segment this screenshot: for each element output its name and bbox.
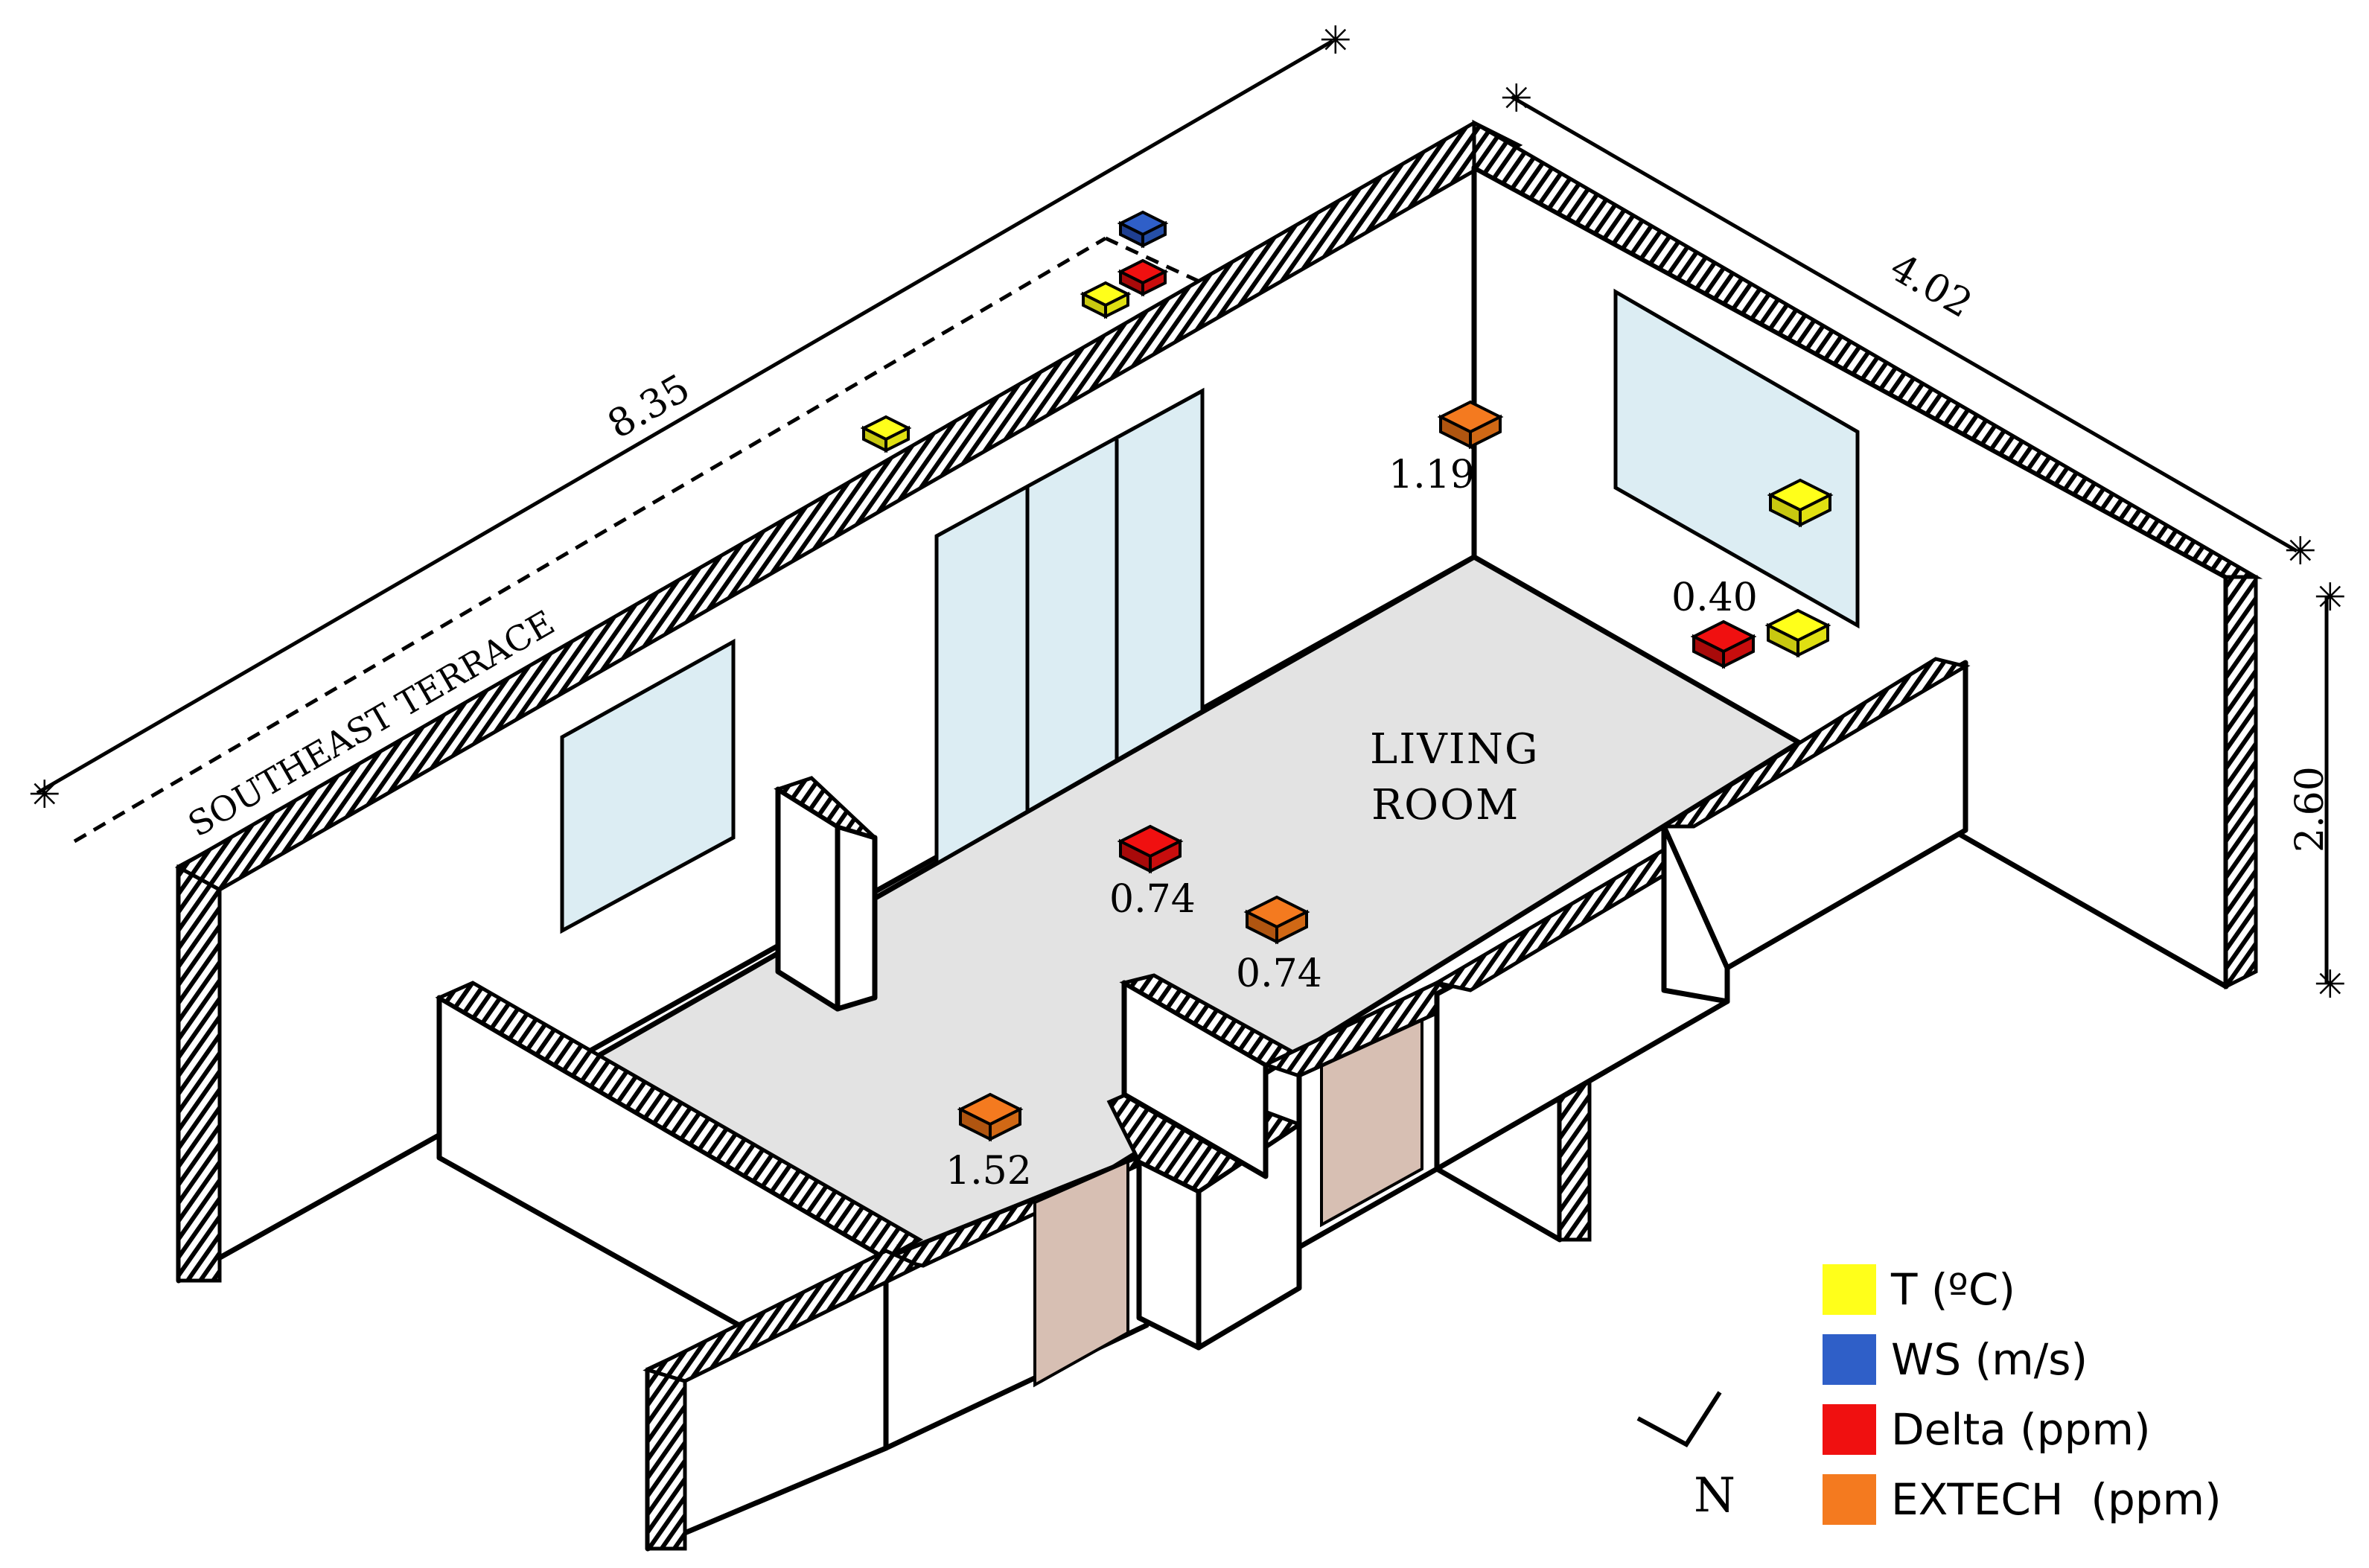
length-dimension-line <box>36 39 1334 795</box>
sensor-ws-terrace <box>1117 210 1169 249</box>
sliding-door-glass <box>934 387 1205 867</box>
value-extech-top: 1.19 <box>1388 453 1475 497</box>
width-star-right: ✳ <box>2284 529 2317 574</box>
sensor-delta-terrace <box>1117 258 1169 297</box>
value-extech-left: 1.52 <box>946 1149 1032 1193</box>
partition-side <box>835 823 878 1012</box>
legend-swatch-delta <box>1823 1404 1876 1455</box>
sensor-temp-corner <box>1764 608 1831 658</box>
right-back-low-top <box>1657 657 1971 829</box>
door-left <box>1033 1159 1129 1388</box>
terrace-boundary <box>73 236 1107 844</box>
legend-label-delta: Delta (ppm) <box>1891 1404 2151 1455</box>
length-star-left: ✳ <box>28 773 61 818</box>
sensor-delta-center <box>1117 824 1184 874</box>
width-label: 4.02 <box>1883 245 1980 327</box>
value-delta-right: 0.40 <box>1671 576 1758 620</box>
legend-label-temperature: T (ºC) <box>1890 1264 2015 1315</box>
length-star-right: ✳ <box>1319 19 1352 63</box>
north-label: N <box>1694 1468 1735 1523</box>
north-arrow <box>1636 1391 1722 1447</box>
room-label-line1: LIVING <box>1370 725 1540 774</box>
partition-top <box>774 776 876 840</box>
sensor-extech-center <box>1243 895 1310 945</box>
sensor-temp-window <box>1767 478 1834 528</box>
sensor-extech-top <box>1437 400 1504 450</box>
legend-swatch-extech <box>1823 1474 1876 1525</box>
northeast-wall-end <box>2224 575 2258 990</box>
entry-wall-end <box>645 1367 687 1551</box>
window-left <box>560 638 736 934</box>
legend-label-wind-speed: WS (m/s) <box>1891 1334 2088 1385</box>
terrace-boundary-end <box>1104 236 1204 285</box>
length-label: 8.35 <box>601 366 698 447</box>
legend: T (ºC) WS (m/s) Delta (ppm) EXTECH (ppm) <box>1823 1264 2222 1525</box>
window-right <box>1613 288 1860 629</box>
legend-swatch-temperature <box>1823 1264 1876 1315</box>
sensor-temp-terrace-a <box>1080 281 1132 319</box>
legend-label-extech: EXTECH (ppm) <box>1891 1474 2222 1525</box>
closet-front <box>1136 1159 1202 1351</box>
width-star-left: ✳ <box>1500 77 1533 121</box>
height-label: 2.60 <box>2288 766 2333 852</box>
width-dimension-line <box>1510 95 2298 553</box>
sensor-temp-terrace-b <box>860 415 912 453</box>
height-star-top: ✳ <box>2314 576 2347 620</box>
sensor-extech-left <box>957 1092 1024 1142</box>
value-extech-center: 0.74 <box>1236 952 1322 996</box>
legend-swatch-wind-speed <box>1823 1334 1876 1385</box>
southeast-wall-end <box>176 864 222 1283</box>
value-delta-center: 0.74 <box>1109 877 1196 922</box>
room-label-line2: ROOM <box>1371 781 1520 829</box>
sensor-delta-corner <box>1690 619 1757 669</box>
front-left-wall-top <box>435 981 924 1261</box>
height-star-bottom: ✳ <box>2314 963 2347 1007</box>
